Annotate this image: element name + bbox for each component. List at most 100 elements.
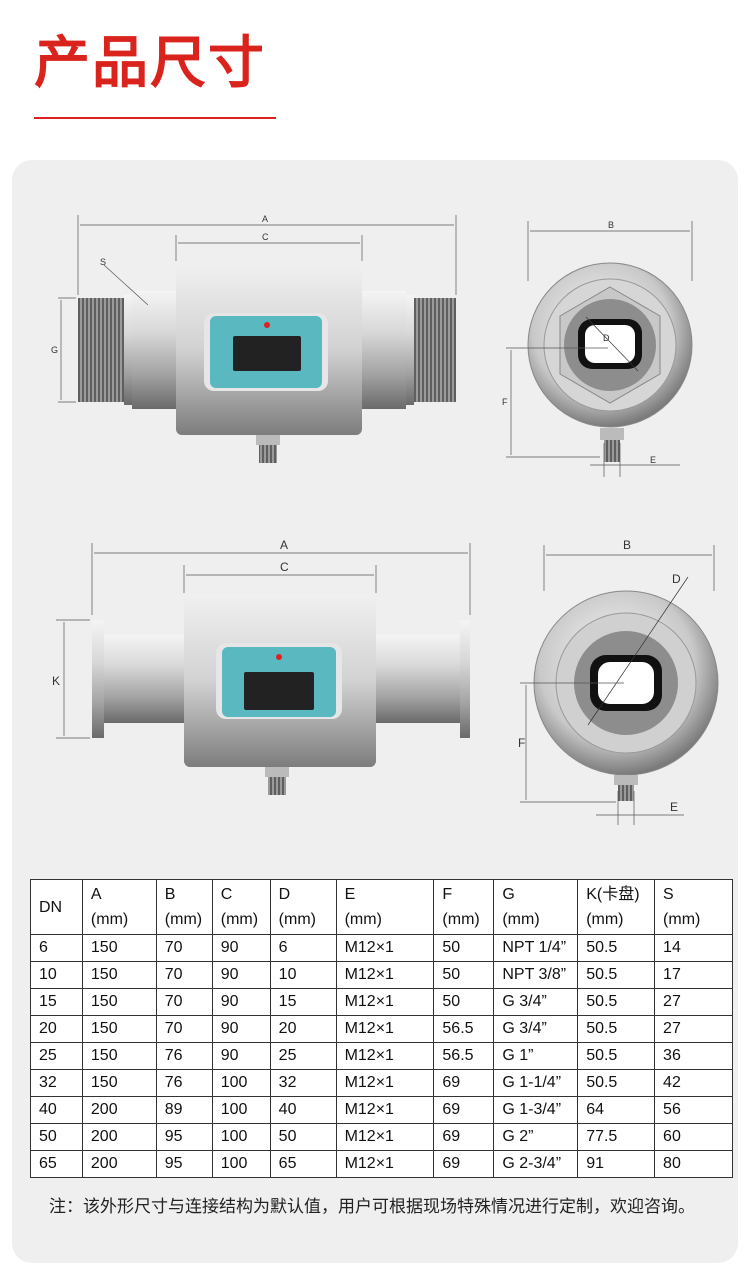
table-cell: 200 bbox=[81, 1123, 157, 1151]
table-cell: G 2-3/4” bbox=[493, 1150, 579, 1178]
table-cell: 89 bbox=[155, 1096, 213, 1124]
table-cell: 50 bbox=[433, 934, 495, 962]
table-cell: 90 bbox=[211, 934, 271, 962]
table-cell: 69 bbox=[433, 1069, 495, 1097]
table-cell: 80 bbox=[654, 1150, 733, 1178]
table-cell: 40 bbox=[269, 1096, 337, 1124]
bottom-dim-label-a: A bbox=[280, 538, 288, 552]
table-cell: 65 bbox=[269, 1150, 337, 1178]
table-cell: 100 bbox=[211, 1069, 271, 1097]
table-cell: 50 bbox=[269, 1123, 337, 1151]
table-cell: 150 bbox=[81, 988, 157, 1016]
table-cell: NPT 3/8” bbox=[493, 961, 579, 989]
table-cell: 50 bbox=[433, 988, 495, 1016]
table-cell: 27 bbox=[654, 988, 733, 1016]
side-dim-label-b: B bbox=[608, 220, 614, 230]
clamp-meter-front-view: A C K bbox=[52, 538, 471, 795]
table-cell: 10 bbox=[30, 961, 83, 989]
table-cell: 25 bbox=[269, 1042, 337, 1070]
bottom-dim-label-c: C bbox=[280, 560, 289, 574]
table-cell: G 1-3/4” bbox=[493, 1096, 579, 1124]
table-cell: 65 bbox=[30, 1150, 83, 1178]
threaded-meter-side-view: B D F E bbox=[502, 220, 693, 477]
footnote: 注：该外形尺寸与连接结构为默认值，用户可根据现场特殊情况进行定制，欢迎咨询。 bbox=[49, 1197, 695, 1217]
table-cell: 69 bbox=[433, 1123, 495, 1151]
dimension-drawings: A C S G B D F E bbox=[51, 214, 719, 825]
table-cell: 42 bbox=[654, 1069, 733, 1097]
bottom-side-dim-label-b: B bbox=[623, 538, 631, 552]
side-dim-label-f: F bbox=[502, 397, 508, 407]
table-cell: 64 bbox=[577, 1096, 656, 1124]
table-cell: 25 bbox=[30, 1042, 83, 1070]
dim-label-s: S bbox=[100, 257, 106, 267]
table-cell: M12×1 bbox=[335, 961, 435, 989]
header-cell: F(mm) bbox=[433, 879, 495, 935]
dimension-table: DN A(mm) B(mm) C(mm) D(mm) E(mm) F(mm) G… bbox=[30, 879, 733, 1178]
clamp-meter-side-view: B D F E bbox=[518, 538, 719, 825]
table-cell: 100 bbox=[211, 1096, 271, 1124]
table-cell: G 1” bbox=[493, 1042, 579, 1070]
table-cell: 70 bbox=[155, 1015, 213, 1043]
table-cell: 100 bbox=[211, 1123, 271, 1151]
table-cell: G 2” bbox=[493, 1123, 579, 1151]
table-cell: 14 bbox=[654, 934, 733, 962]
table-cell: 76 bbox=[155, 1042, 213, 1070]
header-cell: G(mm) bbox=[493, 879, 579, 935]
header-cell: DN bbox=[30, 879, 83, 935]
side-dim-label-d: D bbox=[603, 333, 610, 343]
table-cell: M12×1 bbox=[335, 1123, 435, 1151]
table-cell: 6 bbox=[269, 934, 337, 962]
side-dim-label-e: E bbox=[650, 455, 656, 465]
table-cell: 50.5 bbox=[577, 988, 656, 1016]
bottom-side-dim-label-d: D bbox=[672, 572, 681, 586]
table-cell: 32 bbox=[30, 1069, 83, 1097]
table-cell: 200 bbox=[81, 1150, 157, 1178]
table-cell: M12×1 bbox=[335, 1150, 435, 1178]
table-cell: 76 bbox=[155, 1069, 213, 1097]
table-cell: 95 bbox=[155, 1123, 213, 1151]
header-cell: C(mm) bbox=[211, 879, 271, 935]
table-cell: M12×1 bbox=[335, 988, 435, 1016]
table-cell: 50.5 bbox=[577, 934, 656, 962]
table-cell: 20 bbox=[269, 1015, 337, 1043]
table-cell: 17 bbox=[654, 961, 733, 989]
table-cell: 69 bbox=[433, 1096, 495, 1124]
table-cell: 50.5 bbox=[577, 1042, 656, 1070]
table-cell: M12×1 bbox=[335, 1096, 435, 1124]
table-cell: 70 bbox=[155, 961, 213, 989]
table-cell: 150 bbox=[81, 961, 157, 989]
header-cell: E(mm) bbox=[335, 879, 435, 935]
table-cell: 50.5 bbox=[577, 1015, 656, 1043]
table-cell: G 3/4” bbox=[493, 1015, 579, 1043]
table-cell: 27 bbox=[654, 1015, 733, 1043]
dim-label-a: A bbox=[262, 214, 268, 224]
table-cell: 91 bbox=[577, 1150, 656, 1178]
table-cell: 90 bbox=[211, 961, 271, 989]
table-cell: 20 bbox=[30, 1015, 83, 1043]
header-cell: B(mm) bbox=[155, 879, 213, 935]
bottom-dim-label-k: K bbox=[52, 674, 60, 688]
table-cell: 56 bbox=[654, 1096, 733, 1124]
header-cell: S(mm) bbox=[654, 879, 733, 935]
table-cell: 90 bbox=[211, 1015, 271, 1043]
table-cell: 95 bbox=[155, 1150, 213, 1178]
table-cell: M12×1 bbox=[335, 1042, 435, 1070]
table-cell: 50 bbox=[30, 1123, 83, 1151]
table-cell: 150 bbox=[81, 1069, 157, 1097]
dim-label-c: C bbox=[262, 232, 269, 242]
table-cell: 150 bbox=[81, 934, 157, 962]
table-cell: 150 bbox=[81, 1042, 157, 1070]
table-cell: NPT 1/4” bbox=[493, 934, 579, 962]
table-cell: M12×1 bbox=[335, 1015, 435, 1043]
table-cell: 60 bbox=[654, 1123, 733, 1151]
table-cell: 70 bbox=[155, 988, 213, 1016]
table-cell: 69 bbox=[433, 1150, 495, 1178]
bottom-side-dim-label-f: F bbox=[518, 736, 525, 750]
